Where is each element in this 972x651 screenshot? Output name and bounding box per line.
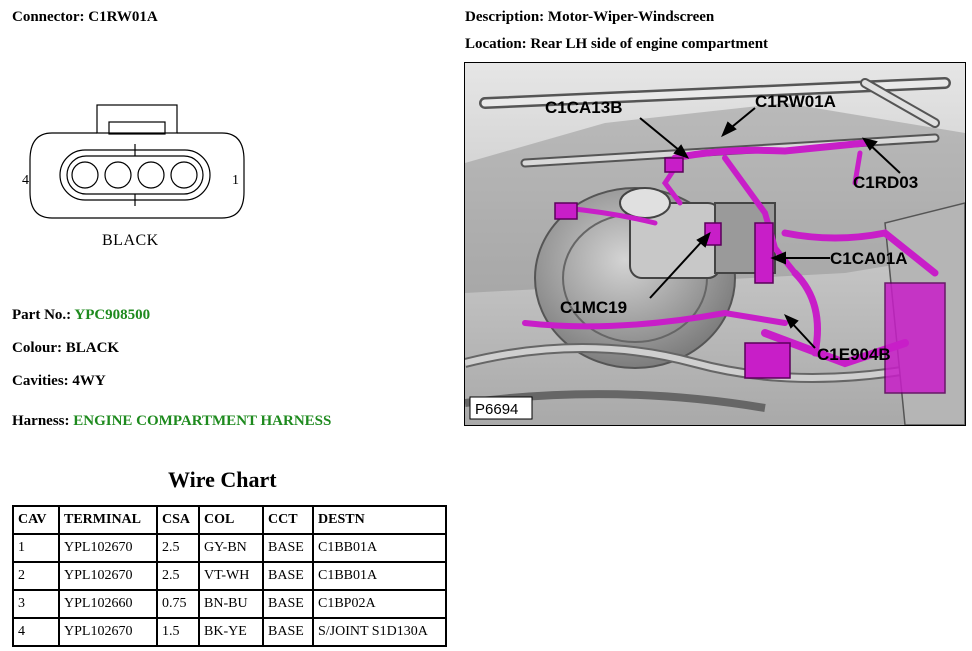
harness-label: Harness:	[12, 413, 70, 429]
table-cell: BASE	[262, 561, 314, 591]
connector-face-diagram: 4 1	[22, 104, 245, 219]
column-header: TERMINAL	[58, 505, 158, 535]
cavities-label: Cavities:	[12, 373, 69, 389]
cavity-number-left: 4	[22, 173, 29, 188]
callout-c1mc19: C1MC19	[560, 298, 627, 317]
table-row: 2 YPL102670 2.5 VT-WH BASE C1BB01A	[12, 561, 447, 591]
table-cell: 2.5	[156, 533, 200, 563]
table-cell: S/JOINT S1D130A	[312, 617, 447, 647]
cavity-4	[71, 161, 99, 189]
column-header: CSA	[156, 505, 200, 535]
column-header: CAV	[12, 505, 60, 535]
colour-row: Colour: BLACK	[12, 340, 119, 357]
location-row: Location: Rear LH side of engine compart…	[465, 36, 768, 53]
callout-c1rd03: C1RD03	[853, 173, 918, 192]
table-cell: 2.5	[156, 561, 200, 591]
cavity-2	[137, 161, 165, 189]
part-no-row: Part No.: YPC908500	[12, 307, 150, 324]
table-header-row: CAV TERMINAL CSA COL CCT DESTN	[12, 505, 447, 535]
colour-label: Colour:	[12, 340, 62, 356]
table-cell: VT-WH	[198, 561, 264, 591]
cavity-3	[104, 161, 132, 189]
table-cell: BASE	[262, 617, 314, 647]
engine-compartment-image: C1CA13B C1RW01A C1RD03 C1CA01A C1MC19 C1…	[464, 62, 966, 426]
table-cell: YPL102660	[58, 589, 158, 619]
table-row: 4 YPL102670 1.5 BK-YE BASE S/JOINT S1D13…	[12, 617, 447, 647]
part-no-link[interactable]: YPC908500	[74, 307, 151, 323]
table-cell: BASE	[262, 589, 314, 619]
harness-row: Harness: ENGINE COMPARTMENT HARNESS	[12, 413, 331, 430]
table-cell: C1BP02A	[312, 589, 447, 619]
table-cell: 4	[12, 617, 60, 647]
table-row: 3 YPL102660 0.75 BN-BU BASE C1BP02A	[12, 589, 447, 619]
cavity-1	[170, 161, 198, 189]
callout-c1e904b: C1E904B	[817, 345, 891, 364]
column-header: DESTN	[312, 505, 447, 535]
table-cell: 1	[12, 533, 60, 563]
table-cell: 1.5	[156, 617, 200, 647]
part-no-label: Part No.:	[12, 307, 72, 323]
wire-chart-table: CAV TERMINAL CSA COL CCT DESTN 1 YPL1026…	[12, 505, 447, 647]
connector-heading: Connector: C1RW01A	[12, 9, 158, 26]
column-header: COL	[198, 505, 264, 535]
cavity-number-right: 1	[232, 173, 239, 188]
connector-label: Connector:	[12, 9, 85, 25]
wire-chart-title: Wire Chart	[168, 467, 277, 492]
table-row: 1 YPL102670 2.5 GY-BN BASE C1BB01A	[12, 533, 447, 563]
column-header: CCT	[262, 505, 314, 535]
callout-c1rw01a: C1RW01A	[755, 92, 836, 111]
location-value: Rear LH side of engine compartment	[530, 36, 769, 52]
harness-link[interactable]: ENGINE COMPARTMENT HARNESS	[73, 413, 332, 429]
table-cell: BK-YE	[198, 617, 264, 647]
colour-value: BLACK	[65, 340, 120, 356]
description-value: Motor-Wiper-Windscreen	[547, 9, 715, 25]
callout-c1ca01a: C1CA01A	[830, 249, 907, 268]
table-cell: C1BB01A	[312, 533, 447, 563]
table-cell: 2	[12, 561, 60, 591]
table-cell: YPL102670	[58, 617, 158, 647]
table-cell: BASE	[262, 533, 314, 563]
table-cell: GY-BN	[198, 533, 264, 563]
cavities-row: Cavities: 4WY	[12, 373, 106, 390]
table-cell: YPL102670	[58, 533, 158, 563]
description-row: Description: Motor-Wiper-Windscreen	[465, 9, 714, 26]
photo-id: P6694	[475, 401, 518, 418]
table-cell: 3	[12, 589, 60, 619]
description-label: Description:	[465, 9, 545, 25]
connector-value: C1RW01A	[88, 9, 158, 25]
callout-c1ca13b: C1CA13B	[545, 98, 622, 117]
table-cell: 0.75	[156, 589, 200, 619]
location-label: Location:	[465, 36, 527, 52]
table-cell: C1BB01A	[312, 561, 447, 591]
cavities-value: 4WY	[72, 373, 106, 389]
table-cell: BN-BU	[198, 589, 264, 619]
table-cell: YPL102670	[58, 561, 158, 591]
connector-color-label: BLACK	[102, 232, 159, 249]
